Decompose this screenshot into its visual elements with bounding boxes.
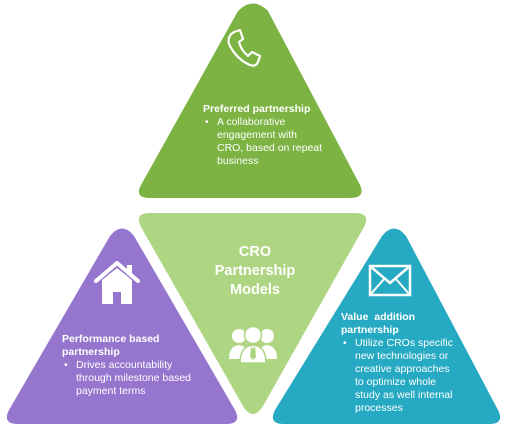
performance-text: Performance based partnership Drives acc…: [62, 333, 212, 398]
preferred-bullet: A collaborative engagement with CRO, bas…: [203, 116, 343, 168]
people-group-icon: [229, 325, 277, 364]
bullet-line: new technologies or: [355, 350, 449, 362]
bullet-line: payment terms: [76, 385, 146, 397]
preferred-triangle: [138, 3, 362, 198]
bullet-line: processes: [355, 402, 403, 414]
center-title-line: Models: [230, 282, 280, 298]
value-bullet: Utilize CROs specific new technologies o…: [341, 337, 471, 415]
bullet-line: business: [217, 155, 259, 167]
preferred-heading: Preferred partnership: [203, 103, 311, 115]
bullet-line: engagement with: [217, 129, 297, 141]
bullet-line: through milestone based: [76, 372, 191, 384]
performance-heading-line: partnership: [62, 346, 120, 358]
center-title-line: CRO: [238, 244, 272, 260]
value-heading-line: Value addition: [341, 311, 416, 323]
bullet-line: study as well internal: [355, 389, 453, 401]
envelope-icon: [368, 264, 412, 297]
performance-heading-line: Performance based: [62, 333, 160, 345]
bullet-line: Utilize CROs specific: [355, 337, 454, 349]
center-title-line: Partnership: [214, 263, 296, 279]
bullet-line: to optimize whole: [355, 376, 437, 388]
preferred-bullets: A collaborative engagement with CRO, bas…: [203, 116, 343, 168]
bullet-line: CRO, based on repeat: [217, 142, 323, 154]
center-title: CRO Partnership Models: [180, 243, 330, 300]
value-text: Value addition partnership Utilize CROs …: [341, 311, 471, 415]
bullet-line: creative approaches: [355, 363, 450, 375]
bullet-line: Drives accountability: [76, 359, 173, 371]
preferred-text: Preferred partnership A collaborative en…: [203, 103, 343, 168]
phone-icon: [227, 28, 262, 67]
value-heading-line: partnership: [341, 324, 399, 336]
house-icon: [94, 261, 140, 304]
performance-bullets: Drives accountability through milestone …: [62, 359, 212, 398]
value-bullets: Utilize CROs specific new technologies o…: [341, 337, 471, 415]
performance-bullet: Drives accountability through milestone …: [62, 359, 212, 398]
bullet-line: A collaborative: [217, 116, 286, 128]
center-triangle: [138, 213, 367, 414]
